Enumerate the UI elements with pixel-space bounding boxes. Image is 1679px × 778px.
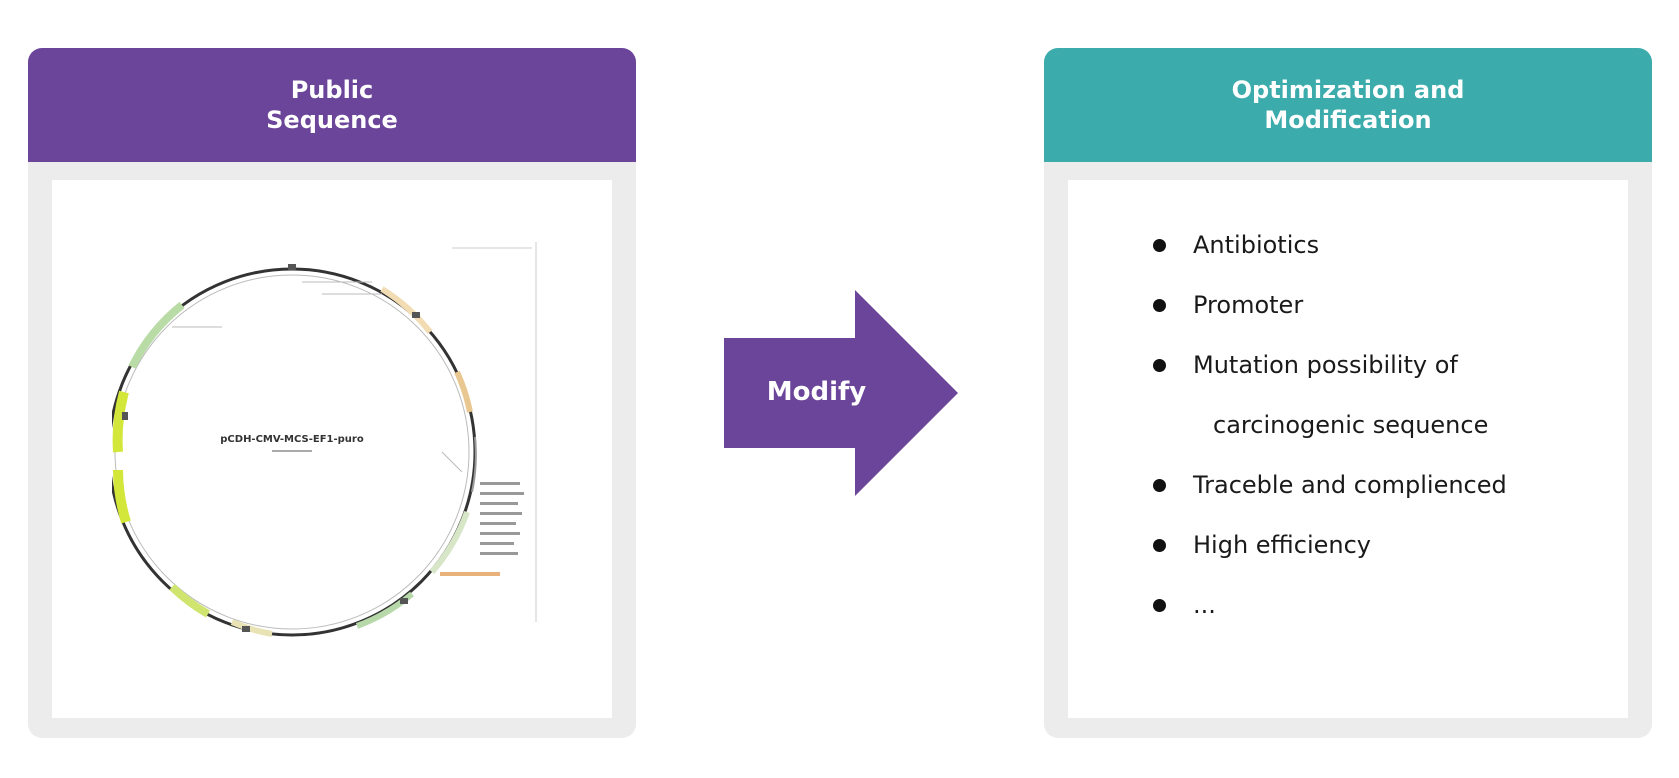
public-sequence-title-line1: Public [290, 76, 374, 104]
optimization-list-container: Antibiotics Promoter Mutation possibilit… [1068, 180, 1628, 718]
list-item: Traceble and complienced [1153, 470, 1507, 530]
plasmid-map-image: pCDH-CMV-MCS-EF1-puro [112, 242, 537, 637]
optimization-header: Optimization and Modification [1044, 48, 1652, 162]
public-sequence-title-line2: Sequence [266, 106, 398, 134]
list-item: Antibiotics [1153, 230, 1507, 290]
list-item: ... [1153, 590, 1507, 650]
modify-arrow-icon [724, 290, 958, 496]
list-item: Promoter [1153, 290, 1507, 350]
public-sequence-body: pCDH-CMV-MCS-EF1-puro [28, 162, 636, 738]
list-item: High efficiency [1153, 530, 1507, 590]
plasmid-map-container: pCDH-CMV-MCS-EF1-puro [52, 180, 612, 718]
list-item: Mutation possibility of [1153, 350, 1507, 410]
optimization-body: Antibiotics Promoter Mutation possibilit… [1044, 162, 1652, 738]
plasmid-map-title: pCDH-CMV-MCS-EF1-puro [220, 434, 364, 445]
bullet-icon [1153, 479, 1166, 492]
modify-arrow-label: Modify [766, 377, 867, 407]
bullet-icon [1153, 539, 1166, 552]
optimization-panel: Optimization and Modification Antibiotic… [1044, 48, 1652, 738]
bullet-icon [1153, 599, 1166, 612]
public-sequence-header: Public Sequence [28, 48, 636, 162]
optimization-title-line2: Modification [1264, 106, 1432, 134]
public-sequence-panel: Public Sequence [28, 48, 636, 738]
optimization-list: Antibiotics Promoter Mutation possibilit… [1153, 230, 1507, 650]
optimization-title-line1: Optimization and [1231, 76, 1465, 104]
bullet-icon [1153, 299, 1166, 312]
list-item-continuation: carcinogenic sequence [1213, 411, 1489, 439]
bullet-icon [1153, 359, 1166, 372]
bullet-icon [1153, 239, 1166, 252]
